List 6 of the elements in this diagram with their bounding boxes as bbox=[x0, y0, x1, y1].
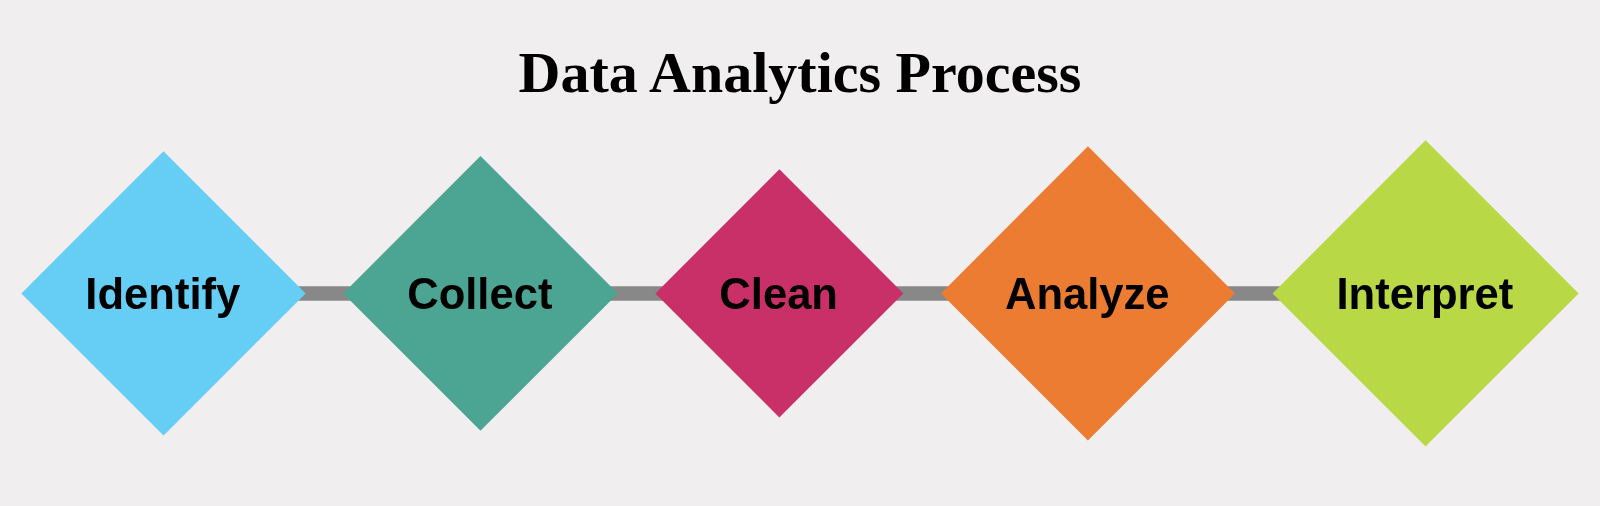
node-diamond: Interpret bbox=[1272, 139, 1579, 447]
diagram-title: Data Analytics Process bbox=[517, 39, 1083, 107]
node-diamond: Collect bbox=[343, 155, 618, 431]
node-diamond: Identify bbox=[21, 150, 306, 436]
node-diamond: Analyze bbox=[940, 146, 1235, 440]
node-diamond: Clean bbox=[655, 169, 904, 417]
